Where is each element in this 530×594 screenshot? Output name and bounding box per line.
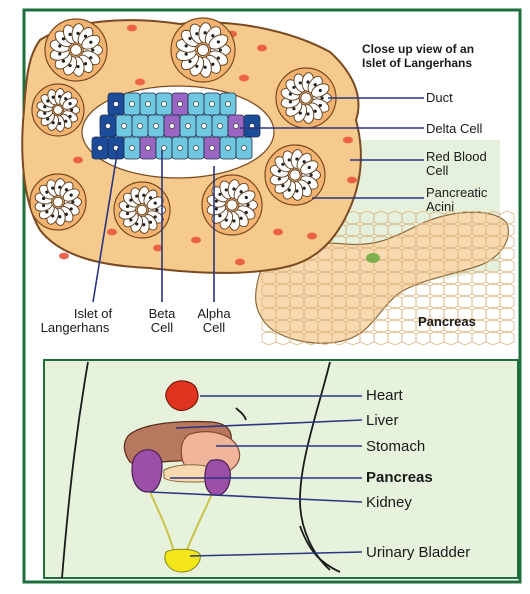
duct — [290, 170, 300, 180]
label-red-blood-cell-line1: Red Blood — [426, 149, 487, 164]
red-blood-cell — [191, 237, 201, 244]
duct — [53, 197, 63, 207]
label-delta-cell: Delta Cell — [426, 121, 482, 136]
label-pancreatic-acini-line1: Pancreatic — [426, 185, 488, 200]
label-urinary-bladder: Urinary Bladder — [366, 544, 470, 561]
duct — [227, 200, 237, 210]
red-blood-cell — [135, 79, 145, 86]
label-red-blood-cell-line2: Cell — [426, 163, 449, 178]
label-stomach: Stomach — [366, 438, 425, 455]
heart — [166, 381, 198, 411]
label-liver: Liver — [366, 412, 399, 429]
pancreatic-acinus — [30, 174, 86, 230]
pancreatic-acinus — [45, 19, 107, 81]
pancreatic-acinus — [171, 18, 235, 82]
red-blood-cell — [73, 157, 83, 164]
islet-title-line1: Close up view of an — [362, 42, 474, 56]
red-blood-cell — [273, 229, 283, 236]
duct — [197, 44, 208, 55]
islet-marker — [366, 253, 380, 263]
label-pancreas-body: Pancreas — [366, 469, 433, 486]
pancreatic-acinus — [276, 68, 336, 128]
label-pancreatic-acini-line2: Acini — [426, 199, 454, 214]
islet-title-line2: Islet of Langerhans — [362, 56, 472, 70]
duct — [301, 93, 311, 103]
pancreatic-acinus — [202, 175, 262, 235]
label-heart: Heart — [366, 387, 404, 404]
kidney-left — [132, 450, 162, 492]
label-islet-line1: Islet of — [74, 306, 113, 321]
red-blood-cell — [343, 137, 353, 144]
red-blood-cell — [307, 233, 317, 240]
duct — [54, 106, 63, 115]
label-beta-line1: Beta — [149, 306, 177, 321]
pancreatic-acinus — [32, 84, 84, 136]
red-blood-cell — [347, 177, 357, 184]
label-pancreas-organ: Pancreas — [418, 314, 476, 329]
label-duct: Duct — [426, 90, 453, 105]
red-blood-cell — [239, 75, 249, 82]
label-alpha-line1: Alpha — [197, 306, 231, 321]
label-alpha-line2: Cell — [203, 320, 226, 335]
islet-of-langerhans — [82, 86, 274, 178]
red-blood-cell — [127, 25, 137, 32]
red-blood-cell — [59, 253, 69, 260]
label-kidney: Kidney — [366, 494, 412, 511]
red-blood-cell — [257, 45, 267, 52]
pancreatic-acinus — [265, 145, 325, 205]
red-blood-cell — [235, 259, 245, 266]
red-blood-cell — [107, 229, 117, 236]
label-beta-line2: Cell — [151, 320, 174, 335]
duct — [137, 205, 147, 215]
islet-tissue — [22, 18, 361, 273]
duct — [71, 45, 82, 56]
label-islet-line2: Langerhans — [41, 320, 110, 335]
